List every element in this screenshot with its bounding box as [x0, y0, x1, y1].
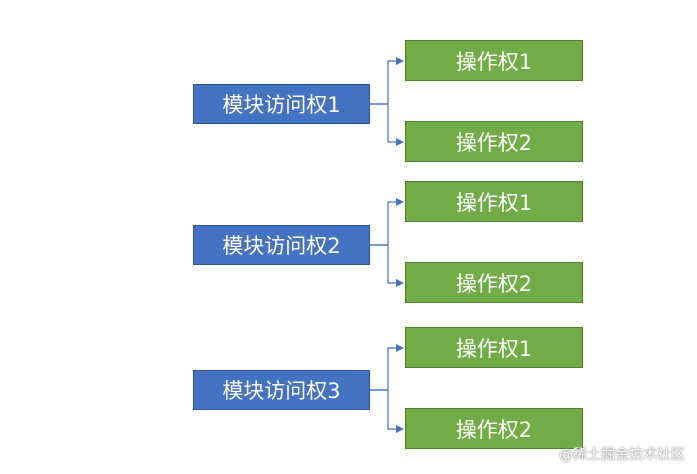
operation-node-2-1: 操作权1: [405, 181, 583, 222]
watermark-text: @稀土掘金技术社区: [559, 447, 685, 463]
connector-module2-to-op2: [370, 244, 404, 287]
operation-node-3-2: 操作权2: [405, 408, 583, 449]
operation-node-2-2: 操作权2: [405, 262, 583, 303]
connector-module3-to-op1: [370, 344, 404, 391]
connector-module1-to-op1: [370, 57, 404, 105]
operation-node-1-1: 操作权1: [405, 40, 583, 81]
connector-module1-to-op2: [370, 103, 404, 146]
operation-node-3-1: 操作权1: [405, 327, 583, 368]
connector-module2-to-op1: [370, 198, 404, 246]
operation-node-1-2: 操作权2: [405, 121, 583, 162]
module-access-node-3: 模块访问权3: [193, 370, 370, 410]
module-access-node-1: 模块访问权1: [193, 84, 370, 124]
module-access-node-2: 模块访问权2: [193, 225, 370, 265]
connector-module3-to-op2: [370, 389, 404, 433]
